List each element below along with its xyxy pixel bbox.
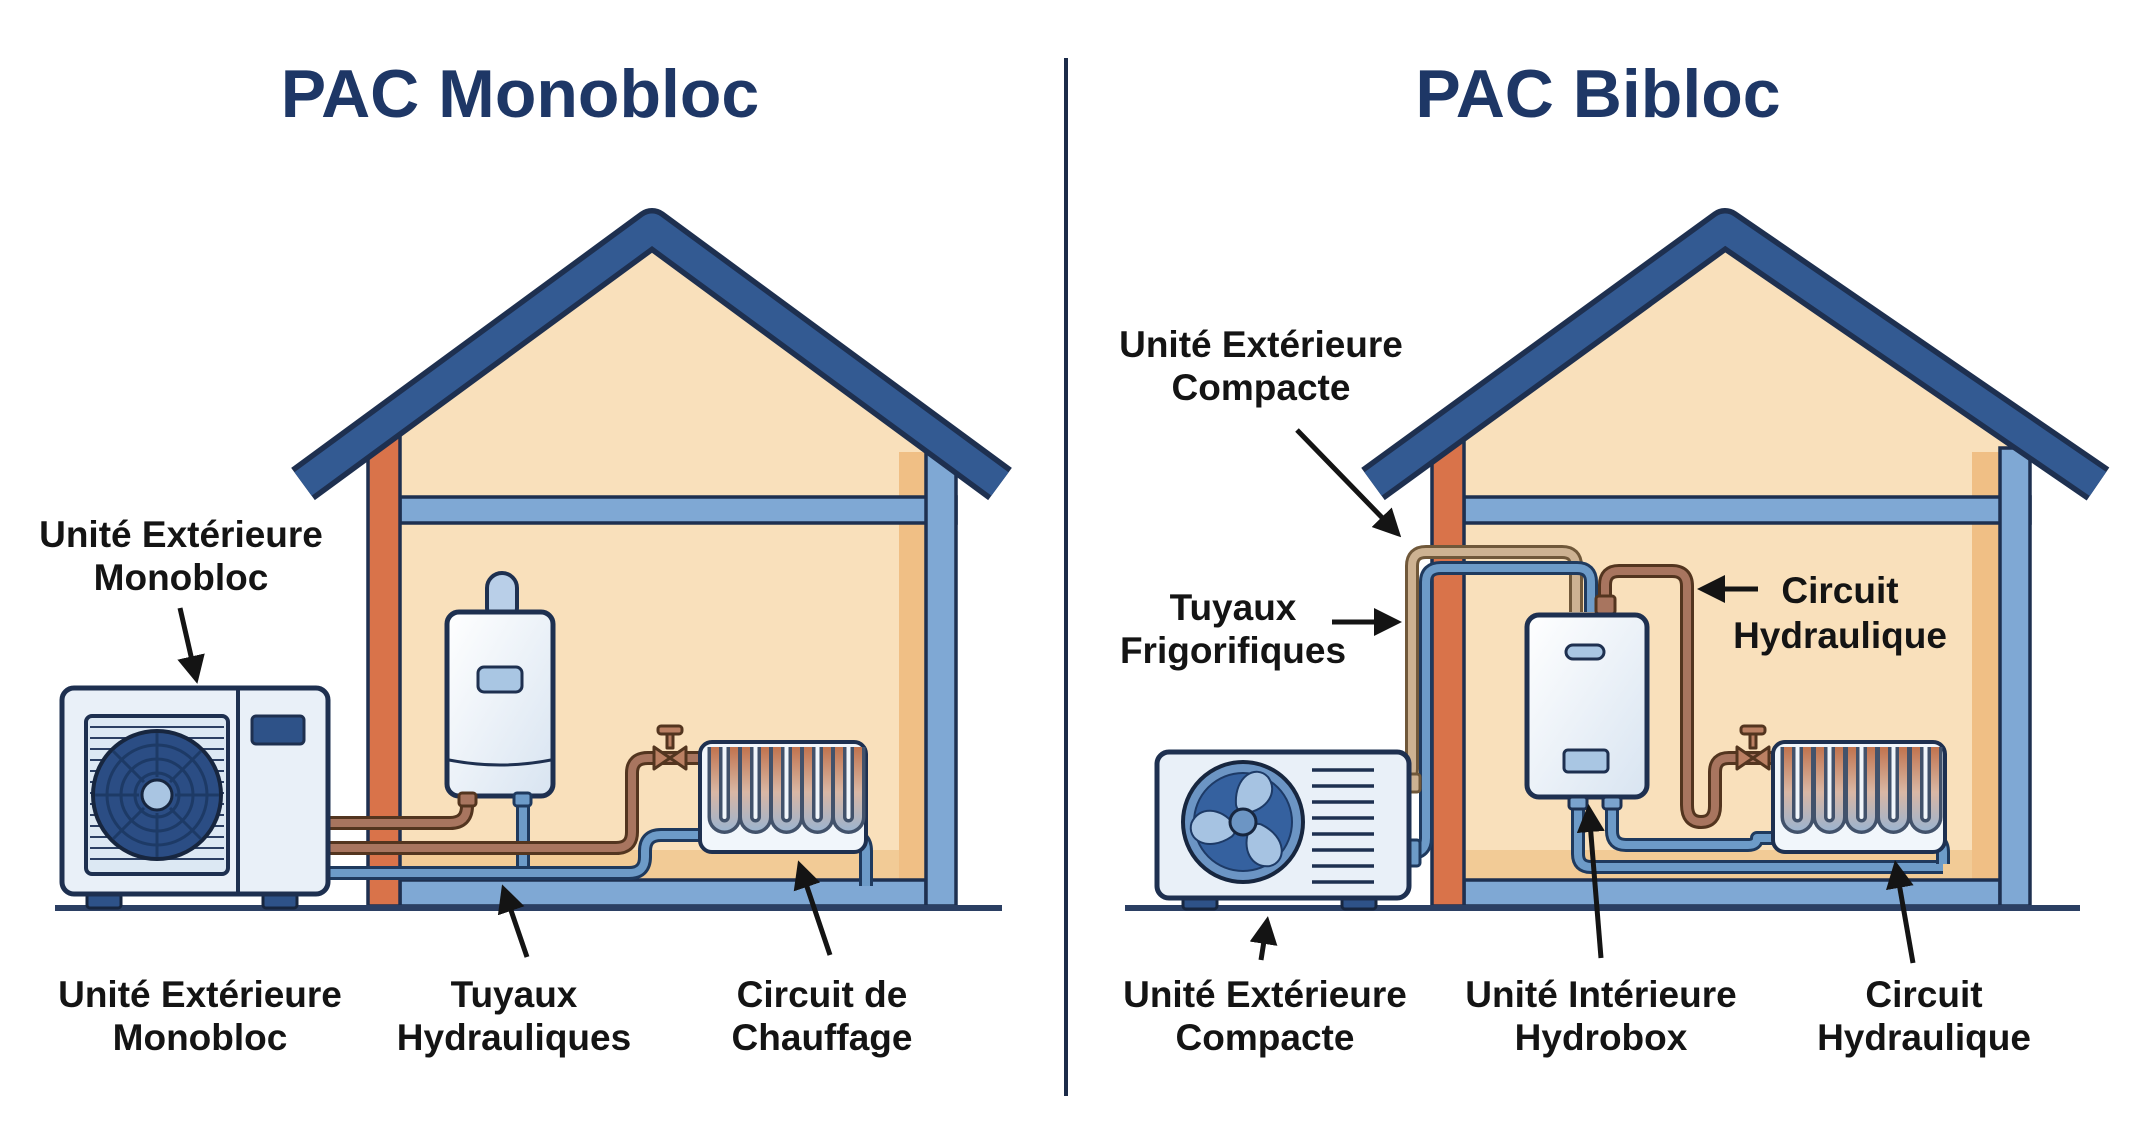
attic-beam — [398, 495, 958, 525]
arrow-outdoor-bottom — [1249, 916, 1278, 961]
label-refrigerant-l2: Frigorifiques — [1120, 630, 1346, 671]
radiator-loops — [707, 747, 866, 834]
fan-hub — [1228, 807, 1258, 837]
label-outdoor-bottom-r2: Compacte — [1176, 1017, 1355, 1058]
boiler-seam — [448, 758, 552, 767]
label-outdoor-top-r1: Unité Extérieure — [1119, 324, 1403, 365]
label-outdoor-bottom-l2: Monobloc — [113, 1017, 288, 1058]
hydrobox-connector-brown — [1594, 594, 1617, 616]
label-outdoor-bottom-l1: Unité Extérieure — [58, 974, 342, 1015]
arrow-indoor — [1576, 804, 1605, 959]
boiler-connector-hot — [457, 791, 478, 808]
label-hydraulic-bottom-l2: Hydraulique — [1817, 1017, 2031, 1058]
roof-fill — [1364, 213, 2107, 496]
arrow-outdoor-top — [177, 607, 205, 684]
radiator-valve-right — [1735, 724, 1771, 771]
floor-band — [1462, 878, 2002, 908]
annotation-arrows-right — [1249, 428, 1916, 964]
arrow-outdoor-top — [1295, 428, 1402, 538]
unit-vent-lines — [1312, 768, 1374, 884]
arrow-heating — [793, 860, 833, 956]
outdoor-unit-monobloc — [59, 685, 331, 910]
wall-stud-left — [366, 430, 402, 908]
label-indoor-l2: Hydrobox — [1515, 1017, 1688, 1058]
radiator-loops — [1780, 747, 1943, 834]
wall-right — [924, 446, 958, 908]
wall-stud-left — [1430, 430, 1466, 908]
radiator-right — [1771, 740, 1947, 854]
hydrobox-display-top — [1564, 643, 1606, 661]
fan-icon — [91, 729, 223, 861]
boiler-body — [444, 609, 556, 799]
roof-fill — [294, 213, 1009, 496]
outdoor-unit-compact — [1154, 749, 1422, 911]
label-heating-l2: Chauffage — [732, 1017, 913, 1058]
label-refrigerant-l1: Tuyaux — [1170, 587, 1297, 628]
label-pipes-l1: Tuyaux — [451, 974, 578, 1015]
annotation-arrows-left — [177, 607, 833, 958]
attic-beam — [1462, 495, 2032, 525]
right-panel: PAC Bibloc Unité Extérieure Compacte Tuy… — [1119, 56, 2110, 1058]
label-indoor-l1: Unité Intérieure — [1465, 974, 1736, 1015]
label-hydraulic-top-l2: Hydraulique — [1733, 615, 1947, 656]
propeller-fan-icon — [1181, 760, 1305, 884]
label-outdoor-top-l2: Monobloc — [94, 557, 269, 598]
label-pipes-l2: Hydrauliques — [397, 1017, 631, 1058]
hydrobox-leg — [1601, 795, 1623, 811]
label-outdoor-top-r2: Compacte — [1172, 367, 1351, 408]
title-right: PAC Bibloc — [1415, 56, 1780, 132]
boiler-connector-cold — [512, 791, 533, 808]
left-panel: PAC Monobloc Unité Extérieure Monobloc U… — [39, 56, 1012, 1058]
title-left: PAC Monobloc — [281, 56, 759, 132]
label-heating-l1: Circuit de — [737, 974, 908, 1015]
pipe-brown-radiator — [326, 751, 706, 855]
boiler-unit — [444, 571, 556, 808]
pipe-refrigerant-blue — [1388, 561, 1598, 860]
radiator-valve-left — [652, 724, 688, 771]
fan-hub — [140, 778, 174, 812]
wall-right — [1998, 446, 2032, 908]
hydrobox-leg — [1567, 795, 1589, 811]
arrow-hydraulic-bottom — [1886, 860, 1916, 964]
label-hydraulic-top-l1: Circuit — [1781, 570, 1898, 611]
hydrobox-unit — [1524, 594, 1650, 811]
floor-band — [398, 878, 928, 908]
hydrobox-display-bottom — [1562, 748, 1610, 774]
pipe-hydraulic-brown — [1598, 564, 1779, 829]
boiler-display — [476, 665, 524, 694]
unit-badge — [250, 714, 306, 746]
label-outdoor-bottom-r1: Unité Extérieure — [1123, 974, 1407, 1015]
radiator-left — [698, 740, 868, 854]
arrow-pipes — [497, 884, 530, 958]
label-outdoor-top-l1: Unité Extérieure — [39, 514, 323, 555]
label-hydraulic-bottom-l1: Circuit — [1865, 974, 1982, 1015]
